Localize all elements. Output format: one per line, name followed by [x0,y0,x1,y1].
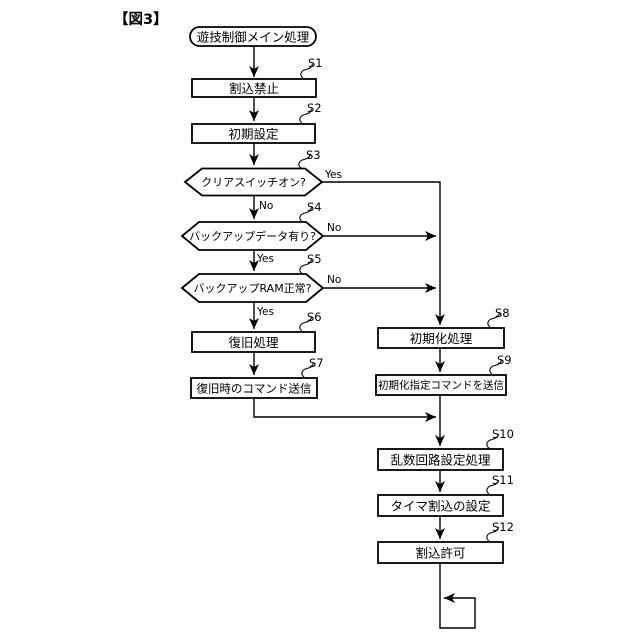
s2-ref-squiggle [299,108,313,124]
s11-box [377,494,504,517]
s12-label: 割込許可 [415,546,465,561]
s12-ref-squiggle [486,526,500,542]
s4-step-id: S4 [307,200,322,214]
s5-hexagon [180,273,325,303]
s1-label: 割込禁止 [229,81,279,96]
s11-ref-squiggle [486,479,500,495]
connectors [249,46,476,629]
node-s12: 割込許可 S12 [377,520,514,564]
s11-label: タイマ割込の設定 [390,499,490,514]
s3-ref-squiggle [298,153,312,169]
s3-label: クリアスイッチオン? [201,176,306,189]
s12-box [377,541,504,564]
s8-step-id: S8 [495,306,510,320]
edge-s12-loop [439,563,476,629]
s5-yes-label: Yes [256,306,274,318]
s9-ref-squiggle [489,359,503,375]
s10-ref-squiggle [486,433,500,449]
s9-label: 初期化指定コマンドを送信 [378,379,504,392]
s6-ref-squiggle [299,316,313,332]
s4-ref-squiggle [299,207,313,222]
figure-label: 【図3】 [114,11,168,28]
s4-label: バックアップデータ有り? [189,229,316,243]
s2-box [191,123,316,144]
s7-step-id: S7 [309,356,324,370]
node-s10: 乱数回路設定処理 S10 [377,427,514,471]
node-s8: 初期化処理 S8 [377,306,510,349]
s9-step-id: S9 [497,353,512,367]
s1-ref-squiggle [300,63,314,79]
s1-step-id: S1 [308,56,323,70]
node-s3: クリアスイッチオン? S3 [183,148,324,197]
s12-step-id: S12 [492,520,514,534]
s8-box [377,327,505,349]
node-s9: 初期化指定コマンドを送信 S9 [375,353,512,396]
s6-box [191,331,316,353]
s1-box [191,78,317,98]
edge-s7-join-s10 [253,398,436,422]
start-terminal-label: 遊技制御メイン処理 [197,30,310,45]
s9-box [375,374,507,396]
s2-step-id: S2 [307,101,322,115]
s8-label: 初期化処理 [410,331,473,346]
s7-ref-squiggle [301,362,315,378]
node-s7: 復旧時のコマンド送信 S7 [190,356,324,399]
s10-box [377,448,504,471]
s11-step-id: S11 [492,473,514,487]
s5-ref-squiggle [299,259,313,274]
node-s2: 初期設定 S2 [191,101,322,144]
node-s4: バックアップデータ有り? S4 [180,200,325,251]
s10-label: 乱数回路設定処理 [390,453,491,468]
s8-ref-squiggle [487,312,501,328]
s7-label: 復旧時のコマンド送信 [197,382,312,396]
node-s1: 割込禁止 S1 [191,56,323,98]
start-terminal-shape [189,26,317,47]
s6-label: 復旧処理 [228,335,279,350]
s5-step-id: S5 [307,252,322,266]
s3-yes-label: Yes [324,169,342,181]
s10-step-id: S10 [492,427,514,441]
s4-yes-label: Yes [256,253,274,265]
node-s11: タイマ割込の設定 S11 [377,473,514,517]
edge-s3-yes-s8 [322,181,445,325]
branch-labels: Yes No No Yes No Yes [256,169,342,318]
node-s5: バックアップRAM正常? S5 [180,252,325,303]
s4-hexagon [180,221,325,251]
s5-no-label: No [327,274,341,286]
s7-box [190,377,318,399]
s4-no-label: No [327,222,341,234]
node-start: 遊技制御メイン処理 [189,26,317,47]
s3-hexagon [183,167,324,197]
s5-label: バックアップRAM正常? [193,282,311,295]
s3-no-label: No [259,200,273,212]
s3-step-id: S3 [306,148,321,162]
s6-step-id: S6 [307,310,322,324]
s2-label: 初期設定 [228,127,278,142]
node-s6: 復旧処理 S6 [191,310,322,353]
